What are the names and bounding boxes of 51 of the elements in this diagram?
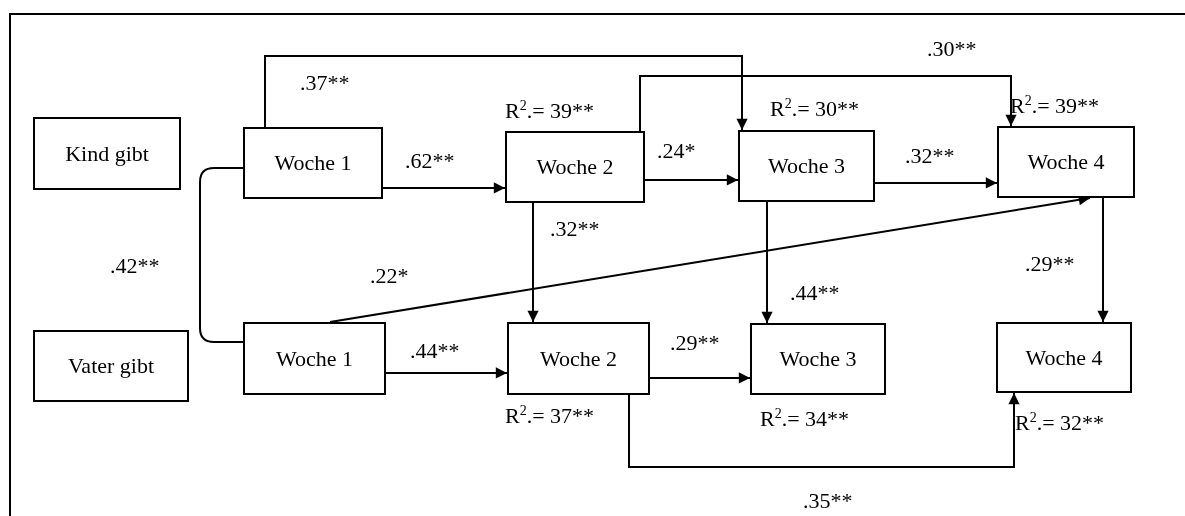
- arrow: [761, 201, 773, 324]
- arrow: [628, 392, 1020, 468]
- edge-label: .29**: [670, 332, 720, 354]
- edge-label: .24*: [657, 140, 696, 162]
- r-squared-label: R$^{2}$.= 30**: [770, 98, 860, 120]
- box-label: Woche 2: [539, 345, 617, 372]
- box-label: Woche 3: [779, 346, 857, 372]
- r-squared-label: R$^{2}$.= 39**: [1010, 95, 1100, 117]
- r-squared-label: R$^{2}$.= 39**: [505, 100, 595, 122]
- box-label: Vater gibt: [67, 353, 155, 379]
- edge-label: .44**: [790, 282, 840, 304]
- variable-box: [507, 322, 650, 395]
- connector-line: [199, 167, 244, 343]
- variable-box: [33, 330, 189, 402]
- box-label: Woche 1: [275, 345, 353, 372]
- variable-box: [243, 322, 386, 395]
- edge-label: .44**: [410, 340, 460, 362]
- r-squared-label: R$^{2}$.= 32**: [1015, 412, 1105, 434]
- box-label: Woche 1: [274, 150, 352, 176]
- arrow: [1097, 197, 1109, 323]
- variable-box: [750, 323, 886, 395]
- variable-box: [738, 130, 875, 202]
- edge-label: .37**: [300, 72, 350, 94]
- box-label: Woche 2: [536, 154, 614, 180]
- arrow: [649, 372, 751, 384]
- edge-label: .62**: [405, 150, 455, 172]
- variable-box: [997, 126, 1135, 198]
- variable-box: [505, 131, 645, 203]
- r-squared-label: R$^{2}$.= 34**: [760, 408, 850, 430]
- edge-label: .32**: [550, 218, 600, 240]
- box-label: Woche 4: [1027, 149, 1105, 175]
- edge-label: .30**: [927, 38, 977, 60]
- variable-box: [243, 127, 383, 199]
- variable-box: [996, 322, 1132, 393]
- arrow: [264, 55, 748, 131]
- box-label: Kind gibt: [65, 140, 149, 167]
- arrow: [644, 174, 739, 186]
- edge-label: .42**: [110, 255, 160, 277]
- arrow: [874, 177, 998, 189]
- edge-label: .29**: [1025, 253, 1075, 275]
- r-squared-label: R$^{2}$.= 37**: [505, 405, 595, 427]
- box-label: Woche 3: [767, 153, 845, 179]
- arrow: [639, 75, 1017, 132]
- arrow: [385, 367, 508, 379]
- arrow: [382, 182, 506, 194]
- edge-label: .32**: [905, 145, 955, 167]
- edge-label: .22*: [370, 265, 409, 287]
- arrow: [527, 202, 539, 323]
- box-label: Woche 4: [1025, 344, 1103, 371]
- edge-label: .35**: [803, 490, 853, 512]
- variable-box: [33, 117, 181, 190]
